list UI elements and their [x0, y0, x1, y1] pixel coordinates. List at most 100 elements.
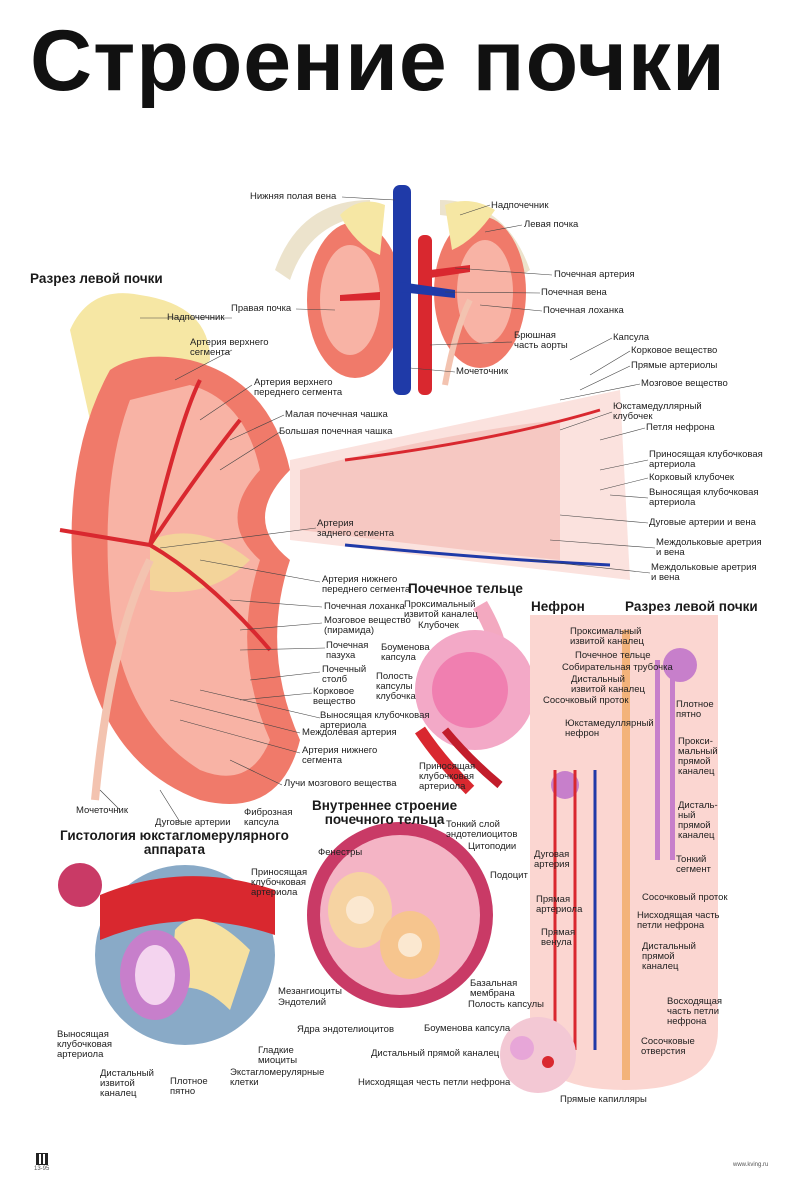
- label-fibrous-capsule: Фиброзная капсула: [244, 807, 293, 828]
- label-b-descending: Нисходящая честь петли нефрона: [358, 1077, 511, 1088]
- label-n-juxta: Юкстамедуллярный нефрон: [565, 718, 654, 739]
- label-n-descending: Нисходящая часть петли нефрона: [637, 910, 720, 931]
- label-n-collecting: Собирательная трубочка: [562, 662, 673, 673]
- label-interlobar: Междольковые аретрия и вена: [651, 562, 757, 583]
- section-histology: Гистология юкстагломерулярного аппарата: [60, 828, 289, 857]
- label-cortex: Корковое вещество: [631, 345, 718, 356]
- label-n-macula: Плотное пятно: [676, 699, 714, 720]
- label-n-straight-art: Прямая артериола: [536, 894, 583, 915]
- label-column: Почечный столб: [322, 664, 367, 685]
- label-arcuate-arteries: Дуговые артерии: [155, 817, 231, 828]
- label-efferent3: Выносящая клубочковая артериола: [57, 1029, 113, 1060]
- label-pyramid: Мозговое вещество (пирамида): [324, 615, 411, 636]
- label-renal-pelvis-top: Почечная лоханка: [543, 305, 624, 316]
- label-fenestrae: Фенестры: [318, 847, 363, 858]
- label-cortical-glom: Корковый клубочек: [649, 472, 735, 483]
- section-right-kidney: Разрез левой почки: [625, 599, 758, 614]
- label-major-calyx: Большая почечная чашка: [279, 426, 393, 437]
- label-renal-artery: Почечная артерия: [554, 269, 635, 280]
- label-capsule: Капсула: [613, 332, 650, 343]
- label-podocyte: Подоцит: [490, 870, 528, 881]
- label-aorta: Брюшная часть аорты: [514, 330, 568, 351]
- right-adrenal-shape: [340, 201, 385, 255]
- nephron-panel: [530, 615, 718, 1090]
- nephron-wedge: [290, 390, 630, 580]
- label-lower-anterior-artery: Артерия нижнего переднего сегмента: [322, 574, 411, 595]
- label-distal-tubule: Дистальный извитой каналец: [100, 1068, 154, 1099]
- label-n-distal-straight2: Дистальный прямой каналец: [642, 941, 696, 972]
- label-afferent2: Приносящая клубочковая артериола: [419, 761, 476, 792]
- label-adrenal-left: Надпочечник: [167, 312, 225, 323]
- label-right-kidney: Правая почка: [231, 303, 292, 314]
- label-endothelial-nuclei: Ядра эндотелиоцитов: [297, 1024, 394, 1035]
- label-n-openings: Сосочковые отверстия: [641, 1036, 695, 1057]
- corpuscle-illustration: [415, 601, 535, 795]
- label-efferent2: Выносящая клубочковая артериола: [320, 710, 430, 731]
- label-ureter: Мочеточник: [76, 805, 128, 816]
- top-kidneys-illustration: [275, 185, 530, 395]
- label-extraglomerular: Экстагломерулярные клетки: [230, 1067, 325, 1088]
- qr-code-icon: [36, 1153, 48, 1165]
- footer-code: 13-95: [34, 1166, 50, 1172]
- page-title: Строение почки: [30, 13, 726, 109]
- label-upper-anterior-artery: Артерия верхнего переднего сегмента: [254, 377, 343, 398]
- label-interlobular: Междольковые аретрия и вена: [656, 537, 762, 558]
- label-n-straight-vein: Прямая венула: [541, 927, 576, 948]
- label-bowman-capsule: Боуменова капсула: [381, 642, 430, 663]
- label-ivc: Нижняя полая вена: [250, 191, 337, 202]
- label-afferent: Приносящая клубочковая артериола: [649, 449, 763, 470]
- section-inner-structure: Внутреннее строение почечного тельца: [312, 798, 458, 827]
- label-cytopodia: Цитоподии: [468, 841, 517, 852]
- label-b-distal: Дистальный прямой каналец: [371, 1048, 500, 1059]
- label-endothelium-layer: Тонкий слой эндотелиоцитов: [446, 819, 518, 840]
- label-adrenal-top: Надпочечник: [491, 200, 549, 211]
- inner-corpuscle-illustration: [307, 822, 493, 1008]
- label-b-capillaries: Прямые капилляры: [560, 1094, 647, 1105]
- label-renal-vein: Почечная вена: [541, 287, 607, 298]
- label-left-kidney: Левая почка: [524, 219, 579, 230]
- aorta-shape: [418, 235, 432, 395]
- label-efferent: Выносящая клубочковая артериола: [649, 487, 759, 508]
- label-minor-calyx: Малая почечная чашка: [285, 409, 388, 420]
- label-capsule-cavity2: Полость капсулы: [468, 999, 544, 1010]
- label-juxtamedullary: Юкстамедуллярный клубочек: [613, 401, 702, 422]
- label-loop: Петля нефрона: [646, 422, 715, 433]
- left-adrenal-shape: [445, 201, 495, 250]
- label-ureter-top: Мочеточник: [456, 366, 508, 377]
- label-n-prox: Проксимальный извитой каналец: [570, 626, 644, 647]
- label-n-thin: Тонкий сегмент: [676, 854, 711, 875]
- label-n-distal: Дистальный извитой каналец: [571, 674, 645, 695]
- section-left-kidney: Разрез левой почки: [30, 271, 163, 286]
- label-upper-segment-artery: Артерия верхнего сегмента: [190, 337, 269, 358]
- label-sinus: Почечная пазуха: [326, 640, 369, 661]
- label-posterior-artery: Артерия заднего сегмента: [317, 518, 394, 539]
- label-n-duct2: Сосочковый проток: [642, 892, 728, 903]
- label-n-arcuate: Дуговая артерия: [534, 849, 570, 870]
- label-interlobar-artery: Междолевая артерия: [302, 727, 397, 738]
- label-n-prox-straight: Прокси- мальный прямой каналец: [678, 736, 718, 777]
- label-pelvis: Почечная лоханка: [324, 601, 405, 612]
- footer-site: www.kving.ru: [733, 1162, 769, 1168]
- label-prox-tubule: Проксимальный извитой каналец: [404, 599, 478, 620]
- label-endothelium: Эндотелий: [278, 997, 327, 1008]
- label-n-ascending: Восходящая часть петли нефрона: [667, 996, 723, 1027]
- label-n-duct: Сосочковый проток: [543, 695, 629, 706]
- label-medullary-rays: Лучи мозгового вещества: [284, 778, 397, 789]
- section-nephron: Нефрон: [531, 599, 585, 614]
- label-mesangiocytes: Мезангиоциты: [278, 986, 342, 997]
- label-n-distal-straight: Дисталь- ный прямой каналец: [678, 800, 718, 841]
- leader-lines: [99, 196, 656, 823]
- label-medulla: Мозговое вещество: [641, 378, 728, 389]
- label-macula-densa: Плотное пятно: [170, 1076, 208, 1097]
- label-cortex2: Корковое вещество: [313, 686, 356, 707]
- label-afferent3: Приносящая клубочковая артериола: [251, 867, 308, 898]
- label-lower-artery: Артерия нижнего сегмента: [302, 745, 378, 766]
- label-straight-arterioles: Прямые артериолы: [631, 360, 718, 371]
- label-bowman-capsule2: Боуменова капсула: [424, 1023, 511, 1034]
- left-kidney-section: [59, 293, 301, 804]
- label-smooth-myocytes: Гладкие миоциты: [258, 1045, 298, 1066]
- label-arcuate: Дуговые артерии и вена: [649, 517, 756, 528]
- label-glomerulus: Клубочек: [418, 620, 459, 631]
- label-basal-membrane: Базальная мембрана: [470, 978, 518, 999]
